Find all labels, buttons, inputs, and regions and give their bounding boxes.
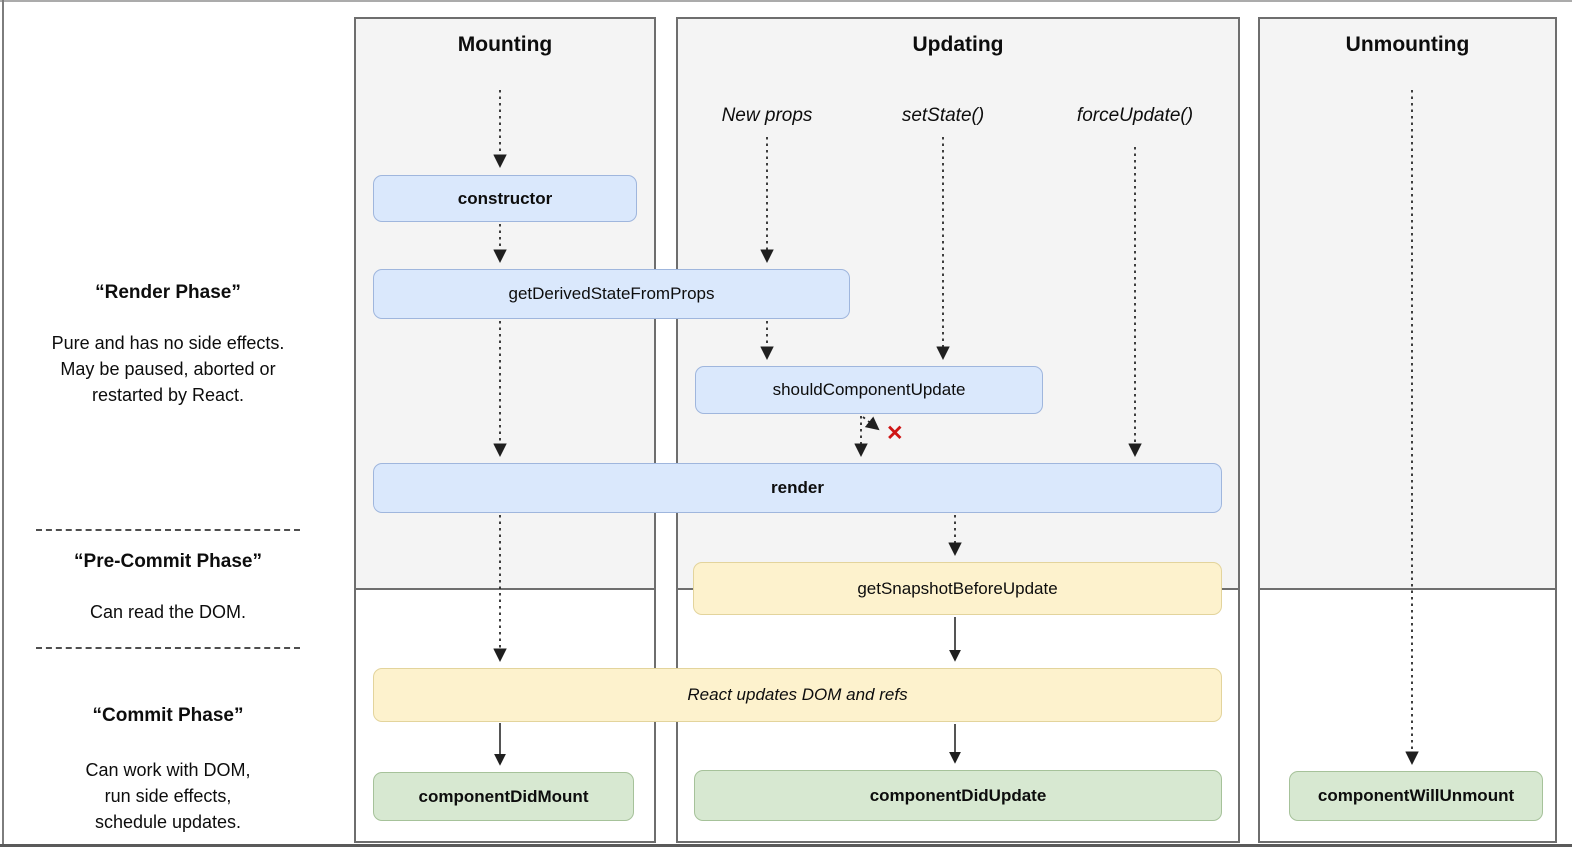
unmounting-column: Unmounting (1258, 17, 1557, 843)
force-update-trigger-label: forceUpdate() (1076, 105, 1194, 126)
unmounting-column-title: Unmounting (1345, 33, 1470, 56)
get-derived-state-from-props-node[interactable]: getDerivedStateFromProps (373, 269, 850, 319)
component-will-unmount-node[interactable]: componentWillUnmount (1289, 771, 1543, 821)
set-state-trigger-label: setState() (901, 105, 985, 126)
constructor-node[interactable]: constructor (373, 175, 637, 222)
unmounting-render-phase-region (1260, 19, 1555, 590)
should-component-update-node[interactable]: shouldComponentUpdate (695, 366, 1043, 414)
component-did-mount-node[interactable]: componentDidMount (373, 772, 634, 821)
get-snapshot-before-update-node[interactable]: getSnapshotBeforeUpdate (693, 562, 1222, 615)
pre-commit-phase-title: “Pre-Commit Phase” (74, 551, 262, 572)
render-node[interactable]: render (373, 463, 1222, 513)
window-top-edge (0, 0, 1572, 2)
pre-commit-phase-description: Can read the DOM. (89, 602, 247, 622)
render-phase-title: “Render Phase” (95, 282, 241, 303)
mounting-column-title: Mounting (457, 33, 553, 56)
commit-phase-title: “Commit Phase” (92, 705, 244, 726)
render-phase-description: Pure and has no side effects. May be pau… (51, 333, 285, 405)
updating-column-title: Updating (912, 33, 1004, 56)
commit-phase-description: Can work with DOM, run side effects, sch… (85, 760, 251, 832)
new-props-trigger-label: New props (721, 105, 813, 126)
phase-separator (36, 529, 300, 531)
window-bottom-edge (0, 844, 1572, 847)
react-updates-dom-node: React updates DOM and refs (373, 668, 1222, 722)
abort-x-icon: ✕ (886, 422, 904, 445)
window-left-edge (2, 0, 4, 845)
phase-separator (36, 647, 300, 649)
component-did-update-node[interactable]: componentDidUpdate (694, 770, 1222, 821)
